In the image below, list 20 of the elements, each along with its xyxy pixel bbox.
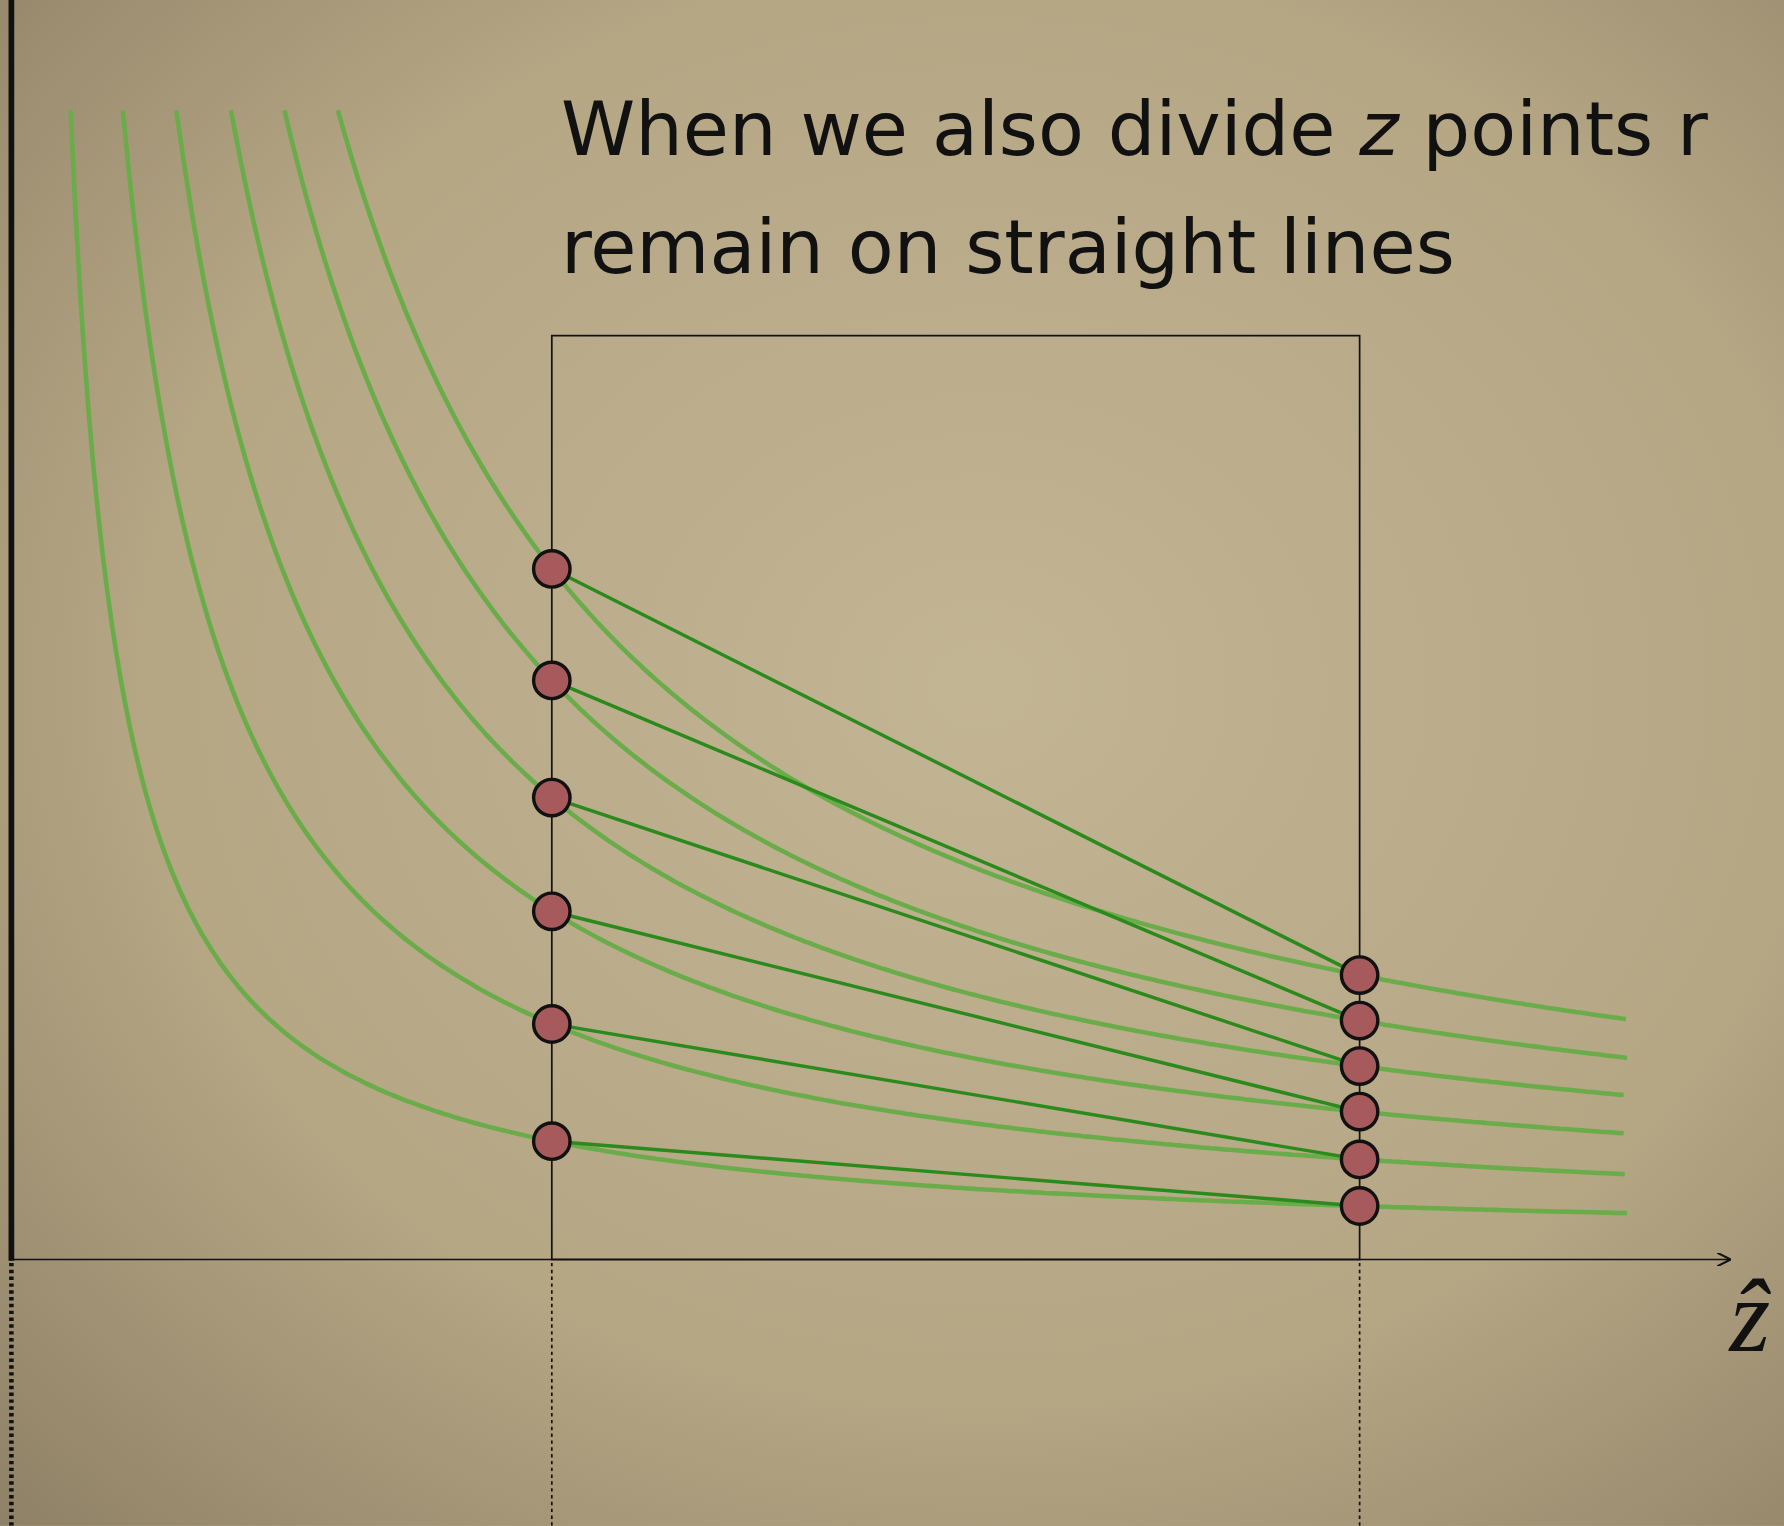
connecting-line: [569, 802, 1342, 1062]
connecting-line: [568, 686, 1343, 1015]
connecting-line: [570, 914, 1342, 1109]
connecting-line: [570, 1141, 1341, 1207]
point-marker: [531, 1004, 572, 1044]
point-marker: [1339, 1091, 1380, 1132]
point-marker: [1339, 1139, 1380, 1180]
point-marker: [531, 891, 572, 932]
point-marker: [531, 777, 572, 818]
axis-label: ẑ: [1729, 1262, 1771, 1368]
connecting-line: [568, 576, 1344, 968]
connecting-line: [570, 1025, 1341, 1158]
point-marker: [1339, 1046, 1380, 1086]
point-marker: [1339, 955, 1380, 995]
point-marker: [1339, 1000, 1380, 1041]
point-marker: [1339, 1186, 1380, 1226]
point-marker: [531, 1121, 572, 1162]
point-marker: [531, 660, 572, 701]
heading-text: When we also divide z points r remain on straight lines: [560, 84, 1709, 294]
point-marker: [531, 548, 572, 589]
